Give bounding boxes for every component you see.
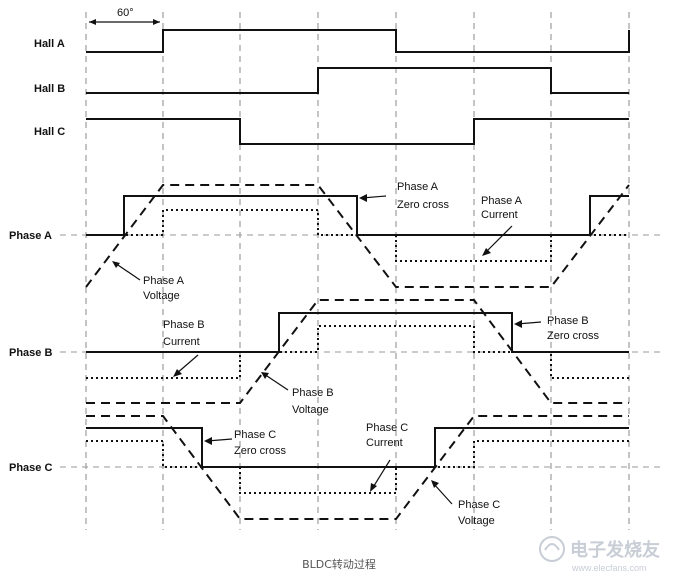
watermark-main-text: 电子发烧友 xyxy=(570,539,660,561)
phase-c-voltage-trace xyxy=(86,415,629,520)
phase-c-drive-trace xyxy=(86,427,629,468)
phase-c-label: Phase C xyxy=(9,462,52,474)
hall-b-label: Hall B xyxy=(34,83,65,95)
phase-a-drive-trace xyxy=(86,195,629,236)
phase-c-current-annotation: Phase C Current xyxy=(366,422,411,449)
watermark-logo-icon xyxy=(539,536,565,562)
phase-b-label: Phase B xyxy=(9,347,52,359)
phase-b-group: Phase B xyxy=(9,299,660,404)
phase-a-zero-cross-annotation: Phase A Zero cross xyxy=(397,181,449,211)
phase-b-voltage-annotation: Phase B Voltage xyxy=(292,387,337,416)
sixty-degree-label: 60° xyxy=(117,7,134,19)
phase-a-voltage-annotation: Phase A Voltage xyxy=(143,275,186,302)
phase-a-label: Phase A xyxy=(9,230,52,242)
phase-c-group: Phase C xyxy=(9,415,660,520)
phase-b-current-annotation: Phase B Current xyxy=(163,319,208,348)
annotation-arrows xyxy=(112,194,542,505)
figure-caption: BLDC转动过程 xyxy=(302,557,376,571)
hall-a-label: Hall A xyxy=(34,38,65,50)
phase-b-current-trace xyxy=(86,325,629,379)
watermark-sub-text: www.elecfans.com xyxy=(571,563,647,573)
hall-b-waveform xyxy=(86,67,629,94)
phase-a-current-annotation: Phase A Current xyxy=(481,195,524,221)
hall-c-label: Hall C xyxy=(34,126,65,138)
phase-a-group: Phase A xyxy=(9,184,660,288)
phase-c-current-trace xyxy=(86,440,629,494)
hall-c-waveform xyxy=(86,118,629,145)
phase-b-zero-cross-annotation: Phase B Zero cross xyxy=(547,315,599,342)
hall-a-waveform xyxy=(86,29,630,53)
phase-c-voltage-annotation: Phase C Voltage xyxy=(458,499,503,527)
watermark: 电子发烧友 www.elecfans.com xyxy=(539,536,660,573)
phase-c-zero-cross-annotation: Phase C Zero cross xyxy=(234,429,286,457)
phase-b-voltage-trace xyxy=(86,299,629,404)
vertical-grid xyxy=(85,12,630,530)
sixty-degree-marker: 60° xyxy=(89,7,160,25)
phase-a-current-trace xyxy=(86,209,629,262)
